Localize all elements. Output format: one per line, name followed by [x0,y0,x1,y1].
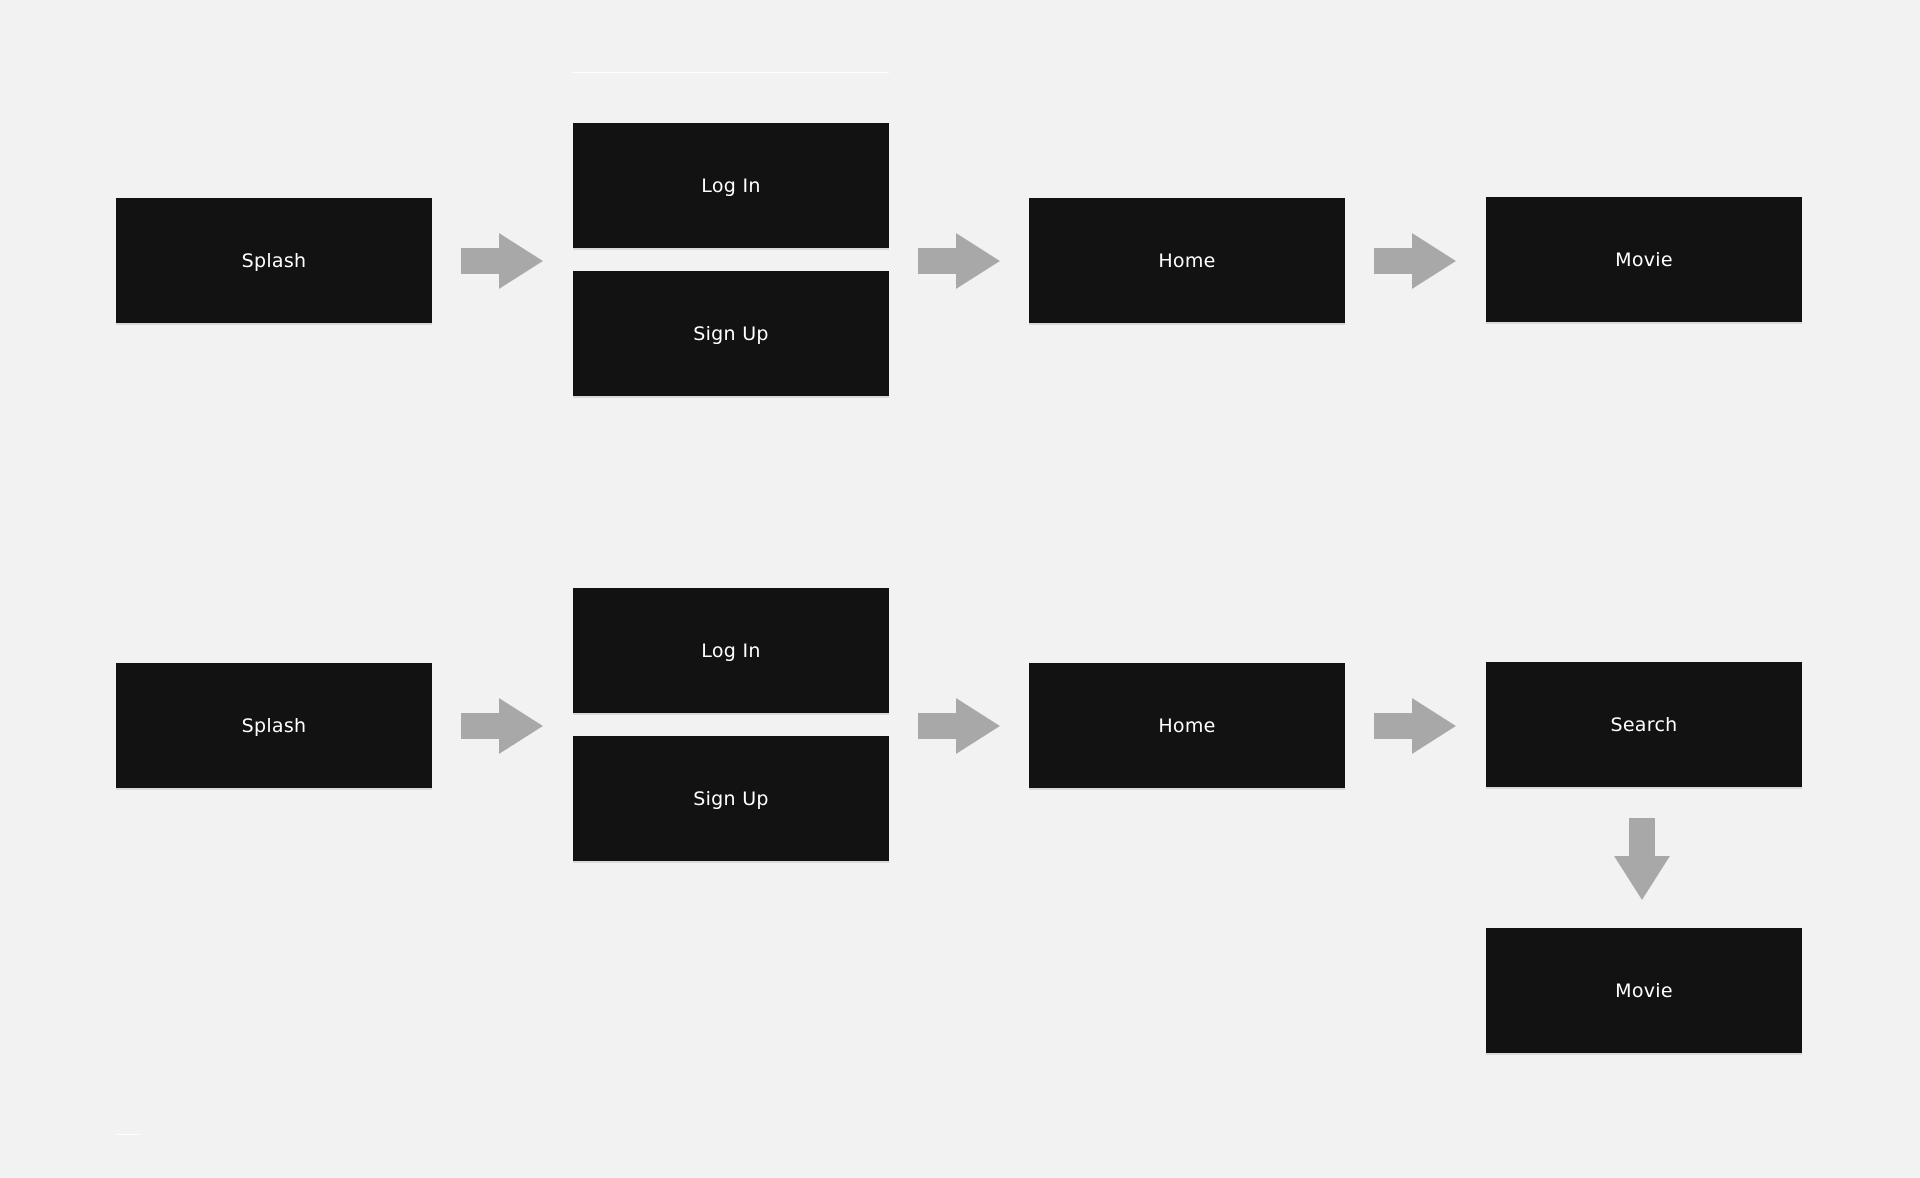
node-label: Home [1158,714,1216,737]
flow2-signup-node[interactable]: Sign Up [573,736,889,861]
right-arrow-icon [461,233,543,289]
node-label: Home [1158,249,1216,272]
flow1-movie-node[interactable]: Movie [1486,197,1802,322]
flow2-splash-node[interactable]: Splash [116,663,432,788]
right-arrow-icon [1374,698,1456,754]
right-arrow-icon [918,233,1000,289]
node-label: Sign Up [693,787,769,810]
right-arrow-icon [461,698,543,754]
bottom-divider [117,1134,139,1135]
right-arrow-icon [918,698,1000,754]
top-divider [573,72,889,73]
node-label: Log In [701,639,761,662]
flow1-home-node[interactable]: Home [1029,198,1345,323]
flow2-home-node[interactable]: Home [1029,663,1345,788]
flow1-signup-node[interactable]: Sign Up [573,271,889,396]
flow2-movie-node[interactable]: Movie [1486,928,1802,1053]
down-arrow-icon [1614,818,1670,900]
flow1-login-node[interactable]: Log In [573,123,889,248]
node-label: Log In [701,174,761,197]
node-label: Movie [1615,979,1673,1002]
node-label: Sign Up [693,322,769,345]
flow2-search-node[interactable]: Search [1486,662,1802,787]
flow1-splash-node[interactable]: Splash [116,198,432,323]
node-label: Search [1610,713,1678,736]
right-arrow-icon [1374,233,1456,289]
node-label: Splash [241,249,307,272]
node-label: Splash [241,714,307,737]
node-label: Movie [1615,248,1673,271]
flow2-login-node[interactable]: Log In [573,588,889,713]
